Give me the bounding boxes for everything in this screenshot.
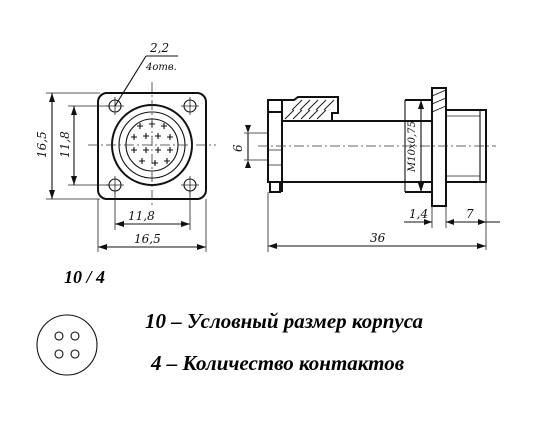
legend-line-2: 4 – Количество контактов xyxy=(150,351,405,375)
side-view: 6 M10х0,75 1,4 7 36 xyxy=(231,87,500,252)
hole-count-label: 4отв. xyxy=(145,62,177,73)
side-flange xyxy=(431,87,447,207)
dim-width-outer: 16,5 xyxy=(134,232,161,246)
contact-layout-symbol xyxy=(36,314,98,376)
dim-flange: 1,4 xyxy=(409,207,428,221)
hole-diameter-label: 2,2 xyxy=(149,41,169,55)
dim-width-inner: 11,8 xyxy=(128,209,155,223)
designation-label: 10 / 4 xyxy=(64,267,105,287)
dim-height-outer: 16,5 xyxy=(35,131,49,158)
dim-height-inner: 11,8 xyxy=(58,131,72,158)
dim-length: 36 xyxy=(370,231,386,245)
front-view: 2,2 4отв. 16,5 11,8 11,8 16,5 xyxy=(35,41,216,252)
dim-tail: 7 xyxy=(466,207,474,221)
dim-thread: M10х0,75 xyxy=(407,121,418,173)
legend-line-1: 10 – Условный размер корпуса xyxy=(145,309,423,333)
dim-stem: 6 xyxy=(231,144,245,152)
